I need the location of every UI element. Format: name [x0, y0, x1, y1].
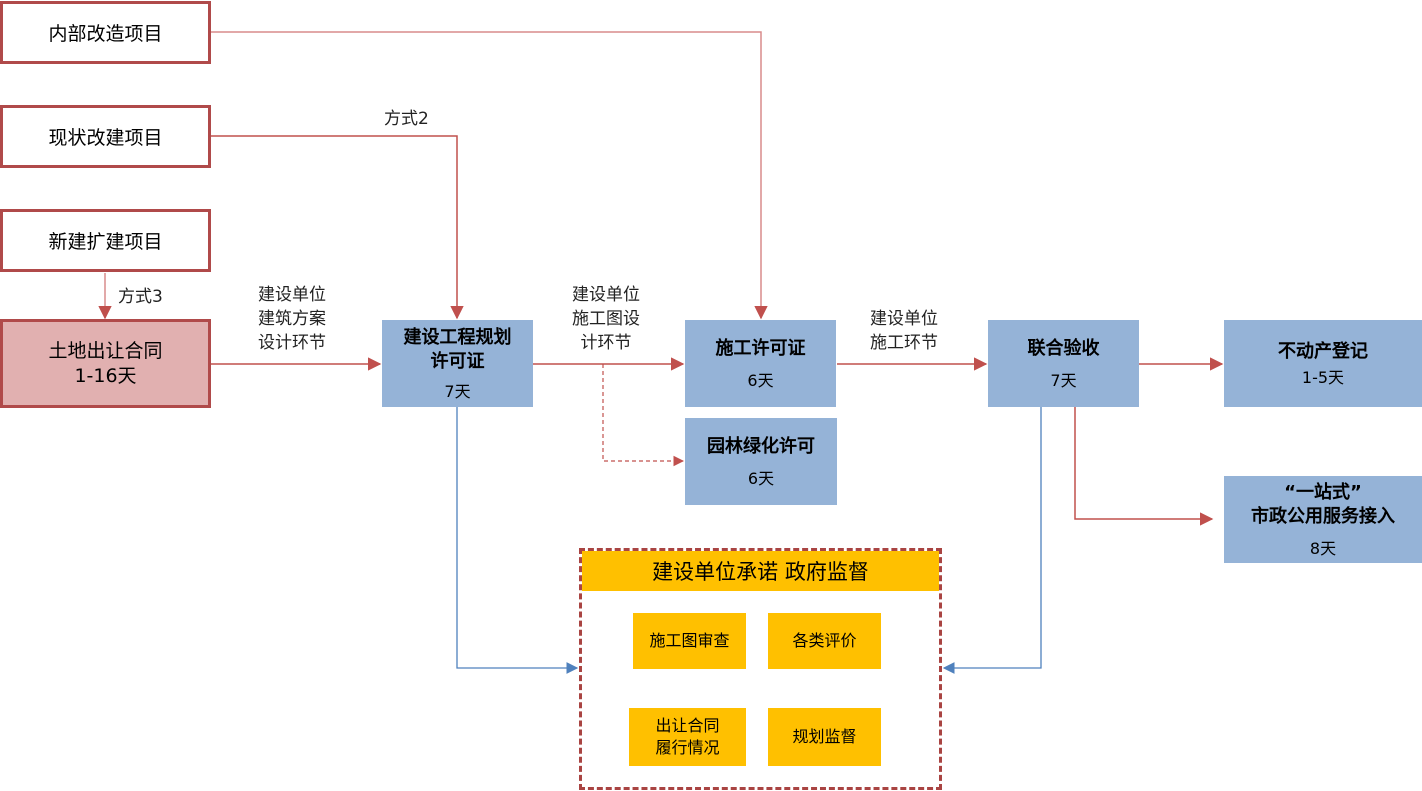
commitment-supervision-box: 建设单位承诺 政府监督 施工图审查 各类评价 出让合同 履行情况 规划监督 [579, 548, 942, 790]
step-planning-permit: 建设工程规划 许可证 7天 [382, 320, 533, 407]
step-duration: 8天 [1309, 538, 1337, 558]
step-title: 联合验收 [1027, 337, 1100, 359]
connector-planning-to-commitment [456, 407, 579, 674]
land-contract-title: 土地出让合同 [48, 339, 163, 362]
commitment-title: 建设单位承诺 政府监督 [582, 551, 939, 591]
source-internal-renovation: 内部改造项目 [0, 1, 211, 64]
land-contract-duration: 1-16天 [74, 364, 137, 387]
label-drawing-stage: 建设单位 施工图设 计环节 [572, 285, 640, 353]
step-duration: 1-5天 [1301, 367, 1345, 387]
connector-renovation-to-planning [211, 135, 464, 320]
step-title: “一站式” 市政公用服务接入 [1251, 481, 1395, 527]
source-label: 新建扩建项目 [48, 231, 163, 253]
step-duration: 6天 [747, 468, 775, 488]
step-duration: 6天 [747, 370, 774, 390]
source-new-expansion: 新建扩建项目 [0, 209, 211, 272]
land-contract-box: 土地出让合同 1-16天 [0, 319, 211, 408]
source-existing-renovation: 现状改建项目 [0, 105, 211, 168]
connector-acceptance-to-commitment [942, 407, 1042, 674]
step-title: 建设工程规划 许可证 [403, 326, 512, 372]
connector-dashed-to-greening [602, 364, 685, 467]
label-mode2: 方式2 [384, 109, 429, 129]
commitment-item: 规划监督 [768, 708, 881, 766]
source-label: 现状改建项目 [48, 127, 163, 149]
commitment-item: 施工图审查 [633, 613, 746, 669]
connector-acceptance-to-utility [1074, 407, 1214, 526]
source-label: 内部改造项目 [48, 23, 163, 45]
commitment-item: 各类评价 [768, 613, 881, 669]
step-title: 施工许可证 [715, 337, 806, 359]
step-duration: 7天 [1050, 370, 1077, 390]
step-title: 园林绿化许可 [707, 435, 815, 457]
step-duration: 7天 [444, 381, 471, 401]
connector-internal-to-construction [211, 31, 768, 320]
label-construction-stage: 建设单位 施工环节 [870, 309, 938, 353]
step-utility-access: “一站式” 市政公用服务接入 8天 [1224, 476, 1422, 563]
step-construction-permit: 施工许可证 6天 [685, 320, 836, 407]
label-mode3: 方式3 [118, 287, 163, 307]
step-title: 不动产登记 [1278, 340, 1368, 362]
label-design-stage: 建设单位 建筑方案 设计环节 [258, 285, 326, 353]
commitment-item: 出让合同 履行情况 [629, 708, 746, 766]
step-joint-acceptance: 联合验收 7天 [988, 320, 1139, 407]
step-property-registration: 不动产登记 1-5天 [1224, 320, 1422, 407]
step-greening-permit: 园林绿化许可 6天 [685, 418, 837, 505]
